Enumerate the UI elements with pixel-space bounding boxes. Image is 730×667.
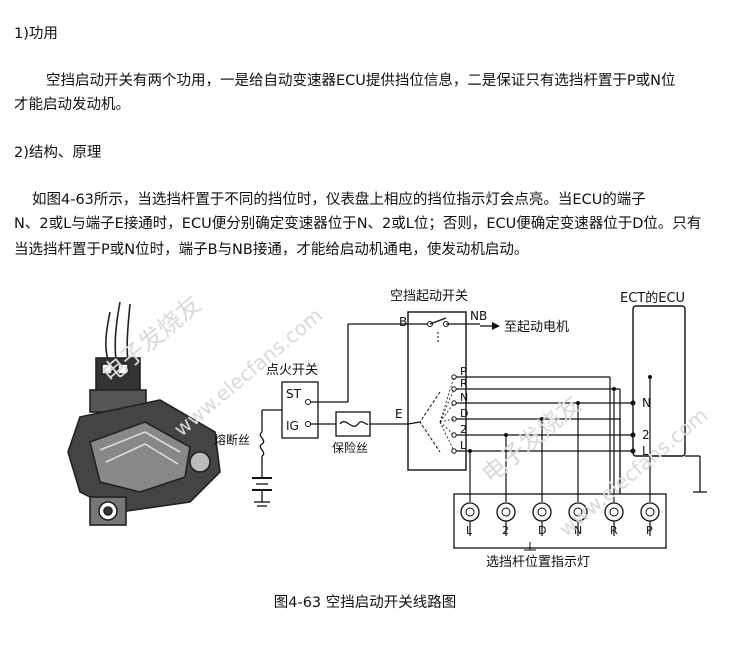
- position-label-0: P: [460, 365, 467, 378]
- switch-illustration: [67, 301, 221, 526]
- switch-title: 空挡起动开关: [390, 289, 468, 304]
- ecu-title: ECT的ECU: [620, 290, 685, 306]
- position-label-1: R: [460, 377, 468, 390]
- terminal-e-label: E: [395, 407, 403, 421]
- ecu-terminal-label-1: 2: [642, 428, 650, 442]
- paragraph-function-line2: 才能启动发动机。: [14, 97, 130, 113]
- lamps-title: 选挡杆位置指示灯: [486, 555, 590, 570]
- lamp-label-1: 2: [502, 524, 509, 537]
- terminal-b-label: B: [399, 315, 407, 329]
- starter-label: 至起动电机: [504, 320, 569, 335]
- position-label-2: N: [460, 391, 468, 404]
- heading-function: 1)功用: [14, 26, 58, 42]
- figure-caption: 图4-63 空挡启动开关线路图: [273, 595, 457, 611]
- lamp-label-3: N: [574, 524, 582, 537]
- ignition-st-label: ST: [286, 387, 302, 401]
- lamp-label-4: R: [610, 524, 618, 537]
- lamp-label-0: L: [466, 524, 473, 537]
- fuse-label: 保险丝: [332, 440, 368, 455]
- lamp-label-5: P: [646, 524, 653, 537]
- ignition-title: 点火开关: [266, 363, 318, 378]
- lamp-label-2: D: [538, 524, 546, 537]
- position-label-3: D: [460, 407, 468, 420]
- paragraph-structure-line3: 当选挡杆置于P或N位时，端子B与NB接通，才能给启动机通电，使发动机启动。: [14, 242, 529, 258]
- position-label-5: L: [460, 439, 467, 452]
- circuit-diagram: 空挡起动开关 B NB 至起动电机 点火开关 ST IG 保险丝 E 熔断丝 P…: [67, 289, 707, 570]
- indicator-lamp-panel: [453, 493, 667, 549]
- indicator-lamps: L 2 D N R P: [460, 460, 660, 537]
- ecu-terminal-label-2: L: [642, 444, 649, 458]
- ecu-terminal-label-0: N: [642, 396, 651, 410]
- heading-structure: 2)结构、原理: [14, 145, 102, 161]
- ignition-ig-label: IG: [286, 419, 299, 433]
- paragraph-function-line1: 空挡启动开关有两个功用，一是给自动变速器ECU提供挡位信息，二是保证只有选挡杆置…: [46, 73, 676, 89]
- indicator-lamp-1: [496, 502, 516, 522]
- indicator-lamp-0: [460, 502, 480, 522]
- indicator-lamp-5: [640, 502, 660, 522]
- ecu-box: [632, 305, 686, 457]
- paragraph-structure-line2: N、2或L与端子E接通时，ECU便分别确定变速器位于N、2或L位；否则，ECU便…: [14, 216, 702, 232]
- position-label-4: 2: [460, 423, 467, 436]
- fusible-link-label: 熔断丝: [214, 432, 250, 447]
- neutral-start-switch-box: [407, 311, 467, 471]
- indicator-lamp-2: [532, 502, 552, 522]
- terminal-nb-label: NB: [470, 309, 487, 323]
- paragraph-structure-line1: 如图4-63所示，当选挡杆置于不同的挡位时，仪表盘上相应的挡位指示灯会点亮。当E…: [32, 192, 646, 208]
